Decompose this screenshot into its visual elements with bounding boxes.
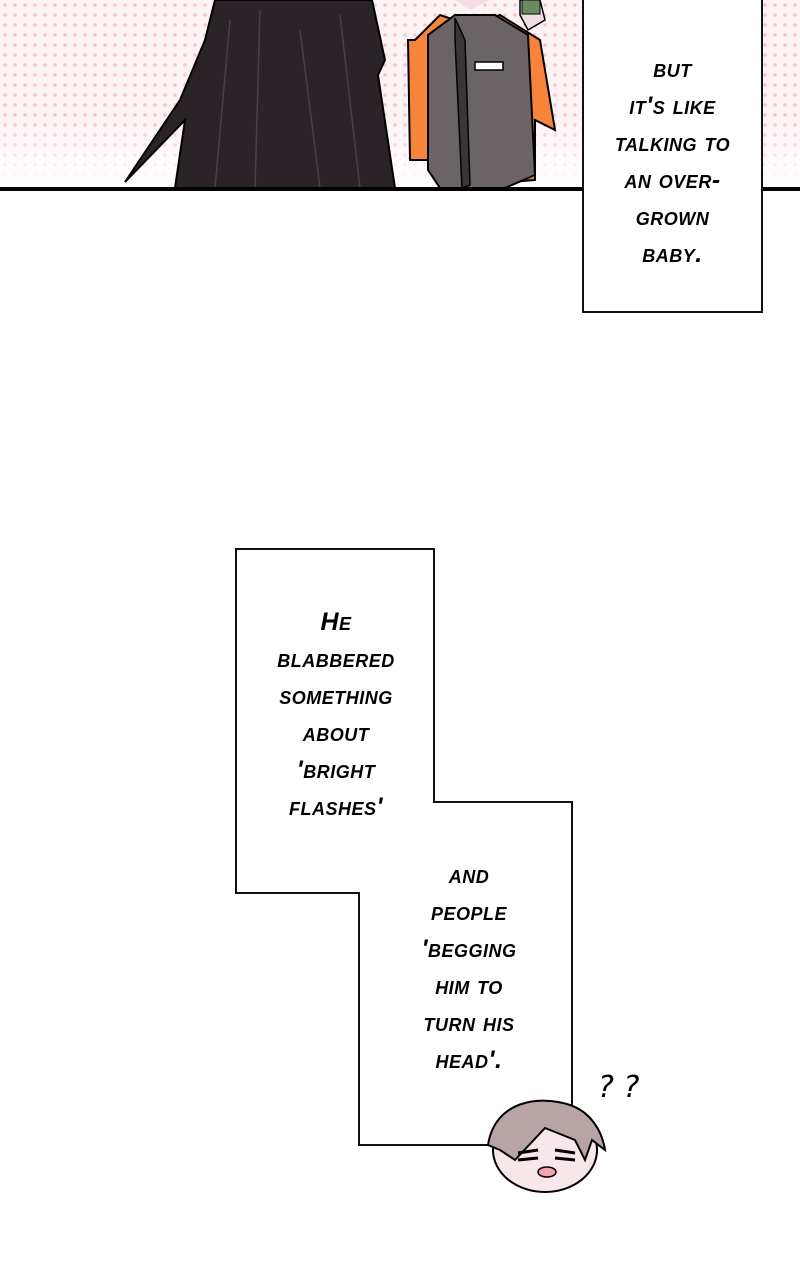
top-caption-box: but it's like talking to an over- grown …	[582, 0, 763, 313]
top-caption-text: but it's like talking to an over- grown …	[614, 55, 731, 268]
panel-border	[0, 187, 800, 191]
bottom-caption-text-1: He blabbered something about 'bright fla…	[277, 608, 395, 821]
bottom-caption-text-2: and people 'begging him to turn his head…	[421, 861, 517, 1074]
clerk-figure	[406, 0, 557, 190]
question-marks: ? ?	[598, 1070, 640, 1105]
characters-illustration	[124, 0, 557, 190]
